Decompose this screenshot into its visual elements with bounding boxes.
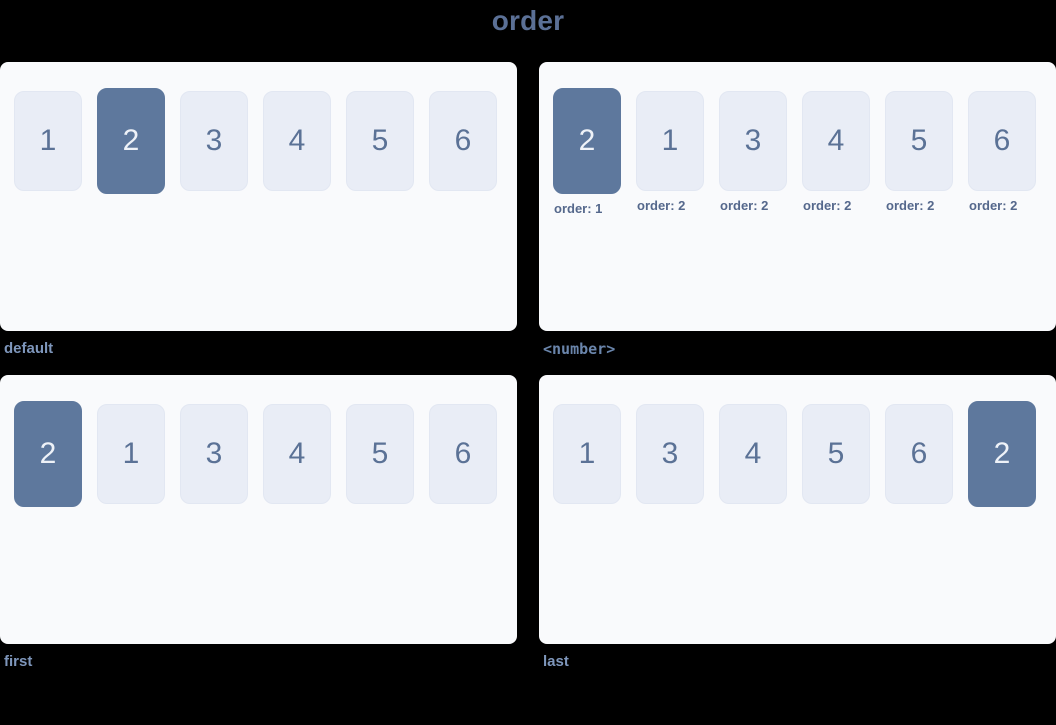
flex-item[interactable]: 4 — [263, 88, 331, 191]
flex-item[interactable]: 4 — [719, 401, 787, 504]
flex-item[interactable]: 4 — [263, 401, 331, 504]
flex-item-box[interactable]: 1 — [97, 404, 165, 504]
flex-item[interactable]: 1 — [553, 401, 621, 504]
flex-item[interactable]: 3 — [180, 88, 248, 191]
flex-item-box[interactable]: 5 — [802, 404, 870, 504]
flex-item[interactable]: 5 — [802, 401, 870, 504]
flex-item[interactable]: 5 — [346, 88, 414, 191]
flex-item[interactable]: 2 — [14, 401, 82, 507]
flex-item-box[interactable]: 4 — [719, 404, 787, 504]
panel-caption: last — [543, 653, 569, 670]
flex-item-box[interactable]: 5 — [346, 404, 414, 504]
flex-item[interactable]: 2 — [97, 88, 165, 194]
flex-item-box[interactable]: 6 — [429, 404, 497, 504]
flex-item[interactable]: 1 — [97, 401, 165, 504]
flex-item[interactable]: 2 order: 1 — [553, 88, 621, 217]
flex-item[interactable]: 4 order: 2 — [802, 88, 870, 214]
flex-item-box[interactable]: 4 — [802, 91, 870, 191]
order-value-label: order: 2 — [969, 198, 1018, 213]
order-value-label: order: 2 — [803, 198, 852, 213]
order-value-label: order: 2 — [637, 198, 686, 213]
flex-item[interactable]: 6 — [429, 401, 497, 504]
flex-item[interactable]: 5 order: 2 — [885, 88, 953, 214]
order-value-label: order: 2 — [720, 198, 769, 213]
flex-item[interactable]: 6 — [429, 88, 497, 191]
demo-cell: 2 order: 1 1 order: 2 3 order: 2 4 order: 2 5 ord… — [539, 62, 1056, 358]
flex-item[interactable]: 5 — [346, 401, 414, 504]
flex-item[interactable]: 3 — [636, 401, 704, 504]
flex-item-box[interactable]: 6 — [429, 91, 497, 191]
panel-caption: default — [4, 340, 54, 357]
flex-item[interactable]: 6 — [885, 401, 953, 504]
flex-container: 2 order: 1 1 order: 2 3 order: 2 4 order: 2 5 ord… — [553, 88, 1056, 217]
flex-item[interactable]: 3 — [180, 401, 248, 504]
demo-panel: 2 order: 1 1 order: 2 3 order: 2 4 order: 2 5 ord… — [539, 62, 1056, 331]
flex-item-box-highlighted[interactable]: 2 — [14, 401, 82, 507]
flex-item-box[interactable]: 3 — [180, 404, 248, 504]
flex-item-box[interactable]: 6 — [885, 404, 953, 504]
flex-item[interactable]: 6 order: 2 — [968, 88, 1036, 214]
flex-item-box[interactable]: 3 — [636, 404, 704, 504]
order-value-label: order: 2 — [886, 198, 935, 213]
flex-item[interactable]: 3 order: 2 — [719, 88, 787, 214]
flex-item-box[interactable]: 4 — [263, 91, 331, 191]
flex-item-box[interactable]: 3 — [719, 91, 787, 191]
flex-item[interactable]: 2 — [968, 401, 1036, 507]
flex-item-box[interactable]: 3 — [180, 91, 248, 191]
flex-item-box[interactable]: 5 — [346, 91, 414, 191]
flex-item-box-highlighted[interactable]: 2 — [553, 88, 621, 194]
flex-item[interactable]: 1 order: 2 — [636, 88, 704, 214]
panel-caption: first — [4, 653, 33, 670]
flex-item-box[interactable]: 5 — [885, 91, 953, 191]
flex-item-box[interactable]: 1 — [14, 91, 82, 191]
flex-item-box[interactable]: 1 — [553, 404, 621, 504]
page-title: order — [491, 5, 565, 36]
flex-item-box[interactable]: 4 — [263, 404, 331, 504]
flex-item-box-highlighted[interactable]: 2 — [968, 401, 1036, 507]
flex-item-box[interactable]: 1 — [636, 91, 704, 191]
order-value-label: order: 1 — [554, 201, 603, 216]
flex-item[interactable]: 1 — [14, 88, 82, 191]
panel-caption: <number> — [543, 340, 616, 358]
flex-item-box-highlighted[interactable]: 2 — [97, 88, 165, 194]
flex-item-box[interactable]: 6 — [968, 91, 1036, 191]
